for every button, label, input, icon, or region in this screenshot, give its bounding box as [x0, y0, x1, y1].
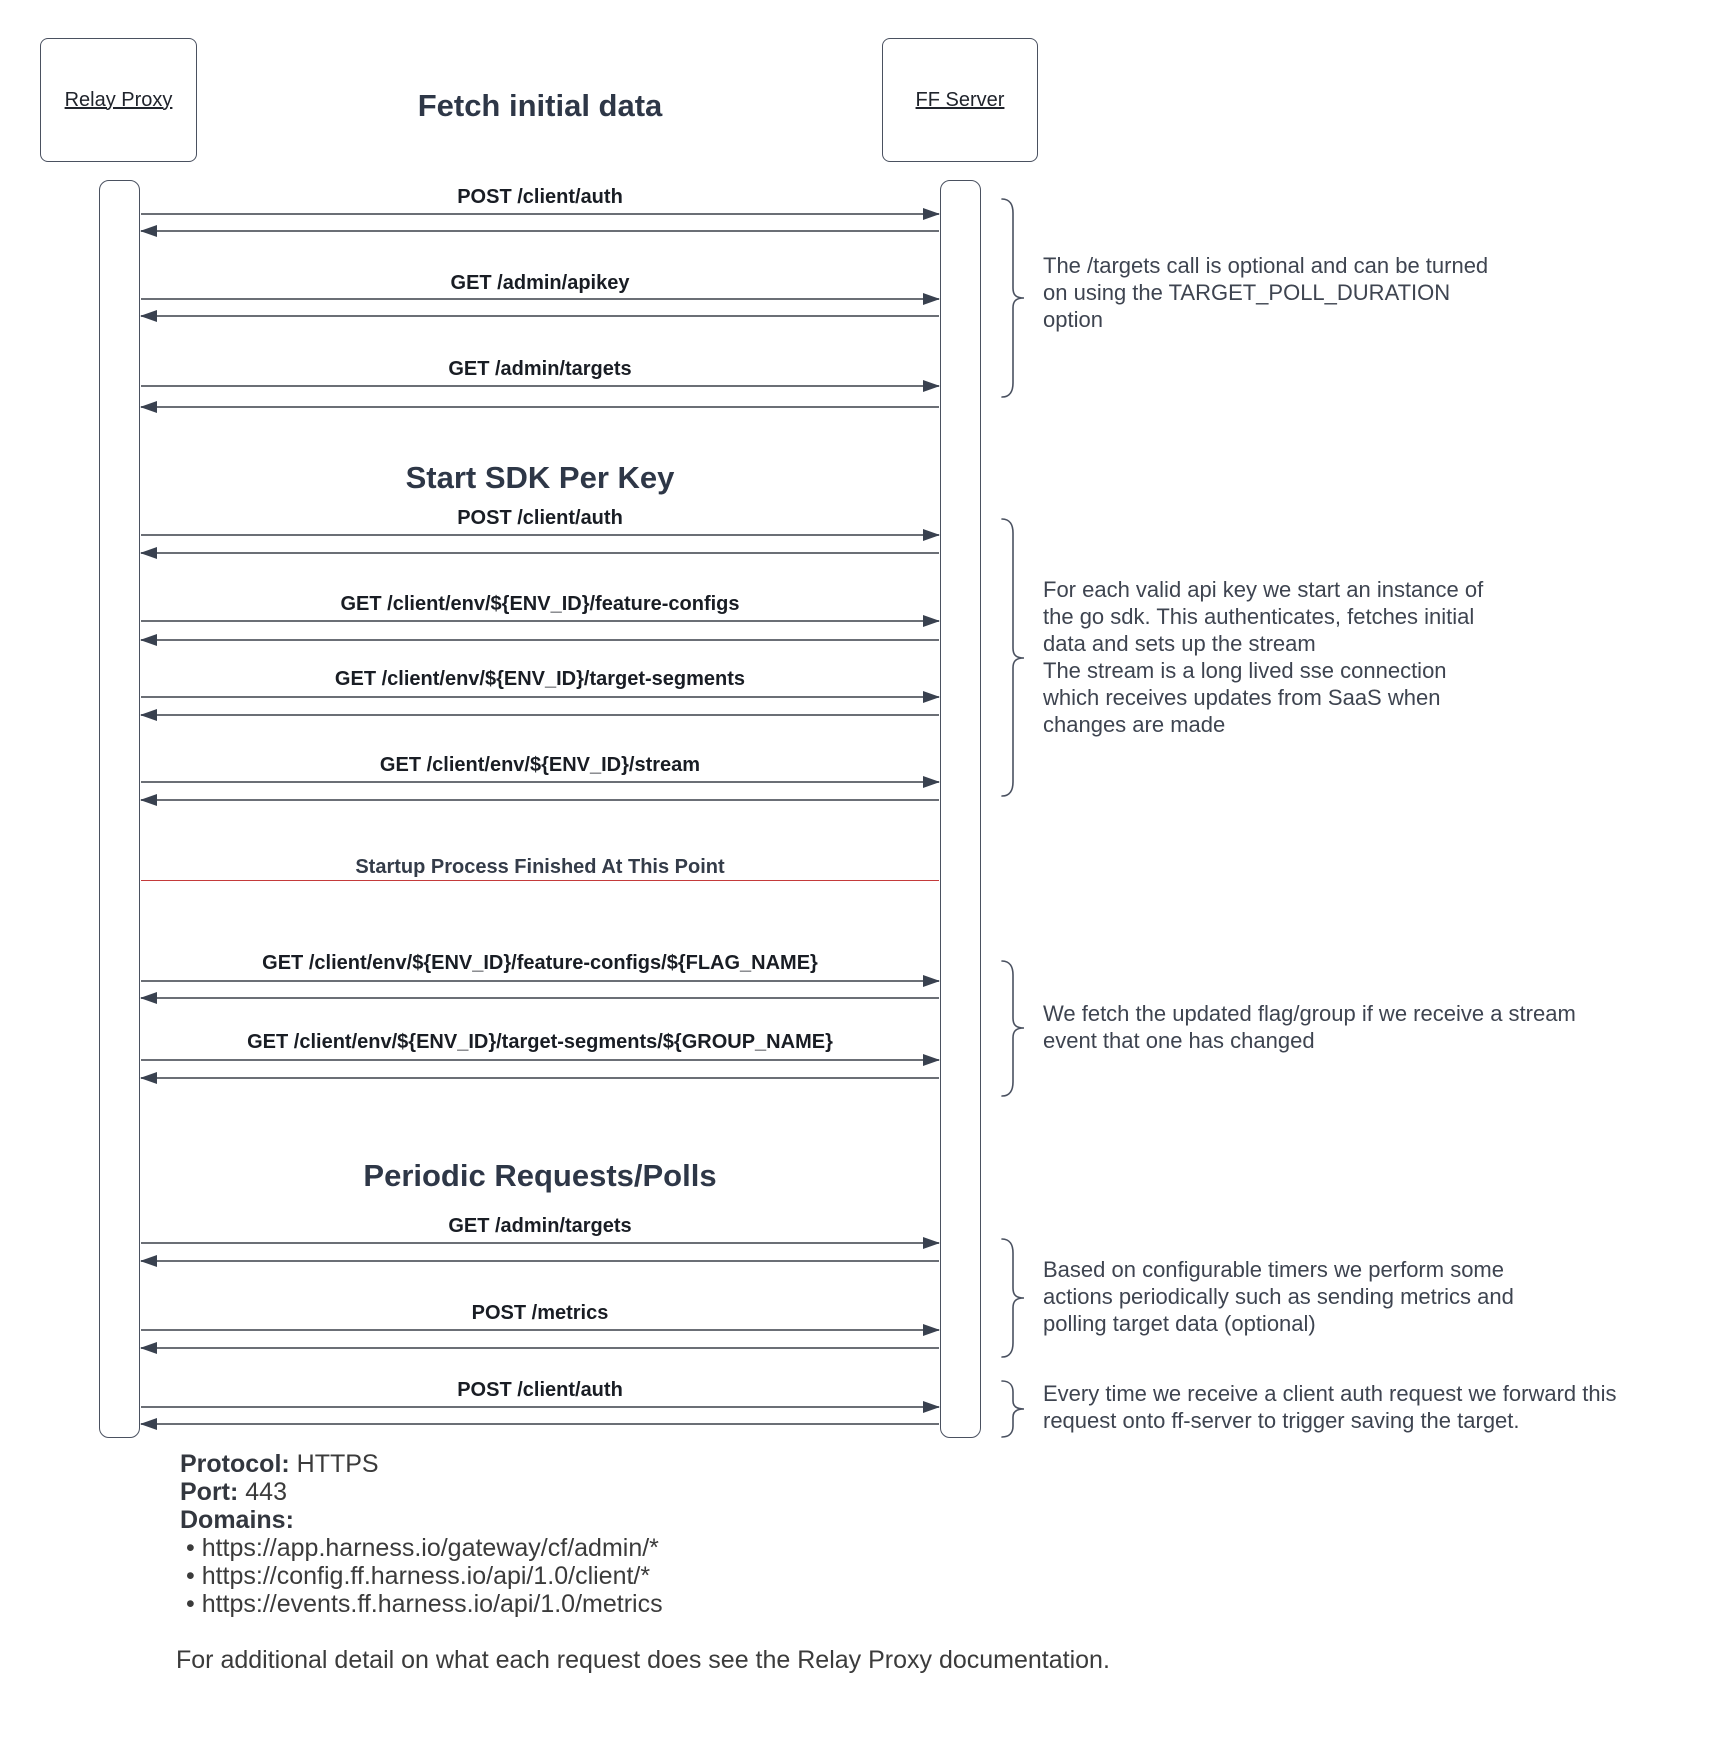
- protocol-label: Protocol:: [180, 1450, 290, 1478]
- request-arrow: [141, 1324, 940, 1336]
- message-label: POST /client/auth: [457, 186, 623, 208]
- domain-item: • https://events.ff.harness.io/api/1.0/m…: [186, 1590, 663, 1618]
- request-arrow: [141, 1401, 940, 1413]
- request-arrow: [141, 1054, 940, 1066]
- arrowhead-right-icon: [923, 1324, 940, 1336]
- response-arrow: [140, 1072, 939, 1084]
- footer-info: Protocol: HTTPS Port: 443 Domains: • htt…: [180, 1450, 663, 1618]
- response-arrow: [140, 401, 939, 413]
- protocol-line: Protocol: HTTPS: [180, 1450, 663, 1478]
- request-arrow: [141, 691, 940, 703]
- protocol-value: HTTPS: [289, 1450, 379, 1478]
- curly-brace-icon: [1001, 198, 1025, 398]
- message-label: GET /client/env/${ENV_ID}/feature-config…: [340, 593, 740, 615]
- response-arrow: [140, 547, 939, 559]
- request-arrow: [141, 529, 940, 541]
- arrowhead-left-icon: [140, 634, 157, 646]
- message-label: GET /client/env/${ENV_ID}/feature-config…: [262, 952, 818, 974]
- port-label: Port:: [180, 1478, 239, 1506]
- footer-note: For additional detail on what each reque…: [176, 1646, 1110, 1674]
- port-value: 443: [238, 1478, 287, 1506]
- request-arrow: [141, 208, 940, 220]
- domains-label: Domains:: [180, 1506, 294, 1534]
- request-arrow: [141, 293, 940, 305]
- annotation-sdk-instance: For each valid api key we start an insta…: [1043, 577, 1484, 737]
- arrowhead-right-icon: [923, 975, 940, 987]
- message-label: GET /client/env/${ENV_ID}/stream: [379, 754, 701, 776]
- arrowhead-right-icon: [923, 380, 940, 392]
- message-label: POST /client/auth: [457, 507, 623, 529]
- response-arrow: [140, 1418, 939, 1430]
- diagram-title: Fetch initial data: [417, 88, 663, 123]
- actor-label-ff-server: FF Server: [915, 88, 1005, 111]
- curly-brace-icon: [1001, 1380, 1025, 1438]
- arrowhead-right-icon: [923, 691, 940, 703]
- arrowhead-left-icon: [140, 1255, 157, 1267]
- message-label: POST /client/auth: [457, 1379, 623, 1401]
- arrowhead-left-icon: [140, 401, 157, 413]
- port-line: Port: 443: [180, 1478, 663, 1506]
- arrowhead-left-icon: [140, 1342, 157, 1354]
- curly-brace-icon: [1001, 960, 1025, 1097]
- arrowhead-left-icon: [140, 310, 157, 322]
- arrowhead-left-icon: [140, 1072, 157, 1084]
- lifeline-ff-server: [940, 180, 981, 1438]
- request-arrow: [141, 776, 940, 788]
- annotation-periodic-timers: Based on configurable timers we perform …: [1043, 1257, 1514, 1336]
- section-heading-start-sdk: Start SDK Per Key: [405, 460, 675, 495]
- arrowhead-right-icon: [923, 1237, 940, 1249]
- response-arrow: [140, 1342, 939, 1354]
- curly-brace-icon: [1001, 1238, 1025, 1358]
- arrowhead-right-icon: [923, 776, 940, 788]
- section-heading-periodic: Periodic Requests/Polls: [363, 1158, 717, 1193]
- arrowhead-right-icon: [923, 529, 940, 541]
- domains-label-line: Domains:: [180, 1506, 663, 1534]
- response-arrow: [140, 634, 939, 646]
- domain-item: • https://app.harness.io/gateway/cf/admi…: [186, 1534, 659, 1562]
- actor-box-relay-proxy: Relay Proxy: [40, 38, 197, 162]
- annotation-fetch-updated: We fetch the updated flag/group if we re…: [1043, 1001, 1576, 1053]
- arrowhead-left-icon: [140, 992, 157, 1004]
- message-label: GET /admin/targets: [448, 358, 632, 380]
- curly-brace-icon: [1001, 518, 1025, 797]
- separator-red-line: [141, 880, 939, 881]
- response-arrow: [140, 992, 939, 1004]
- request-arrow: [141, 1237, 940, 1249]
- separator-label: Startup Process Finished At This Point: [355, 856, 725, 878]
- actor-box-ff-server: FF Server: [882, 38, 1038, 162]
- annotation-client-auth-forward: Every time we receive a client auth requ…: [1043, 1381, 1617, 1433]
- domain-item: • https://config.ff.harness.io/api/1.0/c…: [186, 1562, 651, 1590]
- response-arrow: [140, 225, 939, 237]
- response-arrow: [140, 1255, 939, 1267]
- arrowhead-left-icon: [140, 547, 157, 559]
- request-arrow: [141, 975, 940, 987]
- request-arrow: [141, 380, 940, 392]
- message-label: GET /client/env/${ENV_ID}/target-segment…: [247, 1031, 833, 1053]
- response-arrow: [140, 709, 939, 721]
- arrowhead-right-icon: [923, 1054, 940, 1066]
- arrowhead-left-icon: [140, 794, 157, 806]
- arrowhead-right-icon: [923, 208, 940, 220]
- response-arrow: [140, 794, 939, 806]
- message-label: GET /admin/targets: [448, 1215, 632, 1237]
- message-label: POST /metrics: [471, 1302, 609, 1324]
- annotation-targets-optional: The /targets call is optional and can be…: [1043, 253, 1489, 332]
- arrowhead-left-icon: [140, 225, 157, 237]
- response-arrow: [140, 310, 939, 322]
- actor-label-relay-proxy: Relay Proxy: [64, 88, 173, 111]
- message-label: GET /admin/apikey: [450, 272, 630, 294]
- arrowhead-right-icon: [923, 293, 940, 305]
- arrowhead-left-icon: [140, 1418, 157, 1430]
- arrowhead-right-icon: [923, 615, 940, 627]
- message-label: GET /client/env/${ENV_ID}/target-segment…: [334, 668, 746, 690]
- arrowhead-right-icon: [923, 1401, 940, 1413]
- lifeline-relay-proxy: [99, 180, 140, 1438]
- arrowhead-left-icon: [140, 709, 157, 721]
- request-arrow: [141, 615, 940, 627]
